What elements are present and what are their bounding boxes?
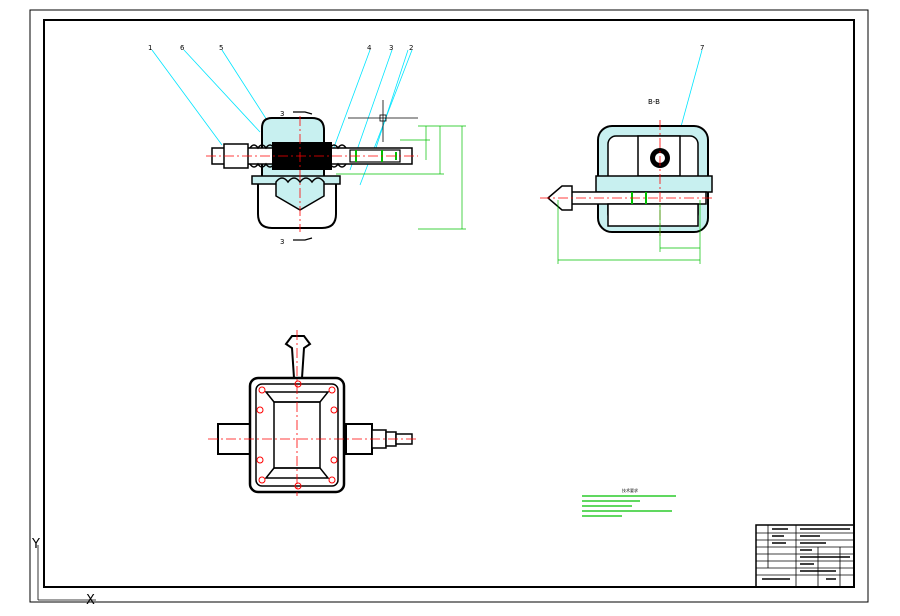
worm-thread-teeth [249, 144, 347, 168]
section-markers [293, 111, 313, 241]
title-block [755, 524, 855, 588]
dimension-lines [336, 125, 466, 230]
bolt-holes [256, 380, 338, 490]
plan-view [208, 330, 418, 496]
callout-5: 5 [219, 44, 223, 52]
plan-diag-1 [265, 391, 275, 403]
callout-4: 4 [367, 44, 372, 52]
callout-2: 2 [409, 44, 413, 52]
crosshair [348, 100, 418, 142]
ucs-y-label: Y [31, 537, 40, 552]
bb-lower-housing [607, 203, 699, 227]
vent-cap [284, 335, 312, 379]
bb-flange [595, 175, 713, 193]
section-mark-bottom: 3 [280, 238, 284, 246]
outer-border [29, 9, 869, 603]
callout-6: 6 [180, 44, 185, 52]
callout-numbers: 1 6 5 4 3 2 [148, 44, 413, 52]
inner-border [43, 19, 855, 588]
front-section-view: 1 6 5 4 3 2 [148, 44, 466, 246]
section-title: B-B [648, 98, 660, 106]
technical-notes: 技术要求 [582, 487, 676, 517]
bb-dimensions [557, 200, 701, 264]
callout-7: 7 [700, 44, 704, 52]
notes-title: 技术要求 [622, 487, 638, 493]
ucs-x-label: X [86, 593, 95, 608]
callout-1: 1 [148, 44, 152, 52]
section-bb-view: B-B 7 [540, 44, 713, 264]
plan-diag-2 [265, 467, 275, 479]
plan-centerlines [208, 330, 418, 496]
ucs-axis-icon: Y X [31, 537, 96, 608]
section-mark-top: 3 [280, 110, 284, 118]
callout-3: 3 [389, 44, 393, 52]
centerlines [206, 116, 418, 232]
